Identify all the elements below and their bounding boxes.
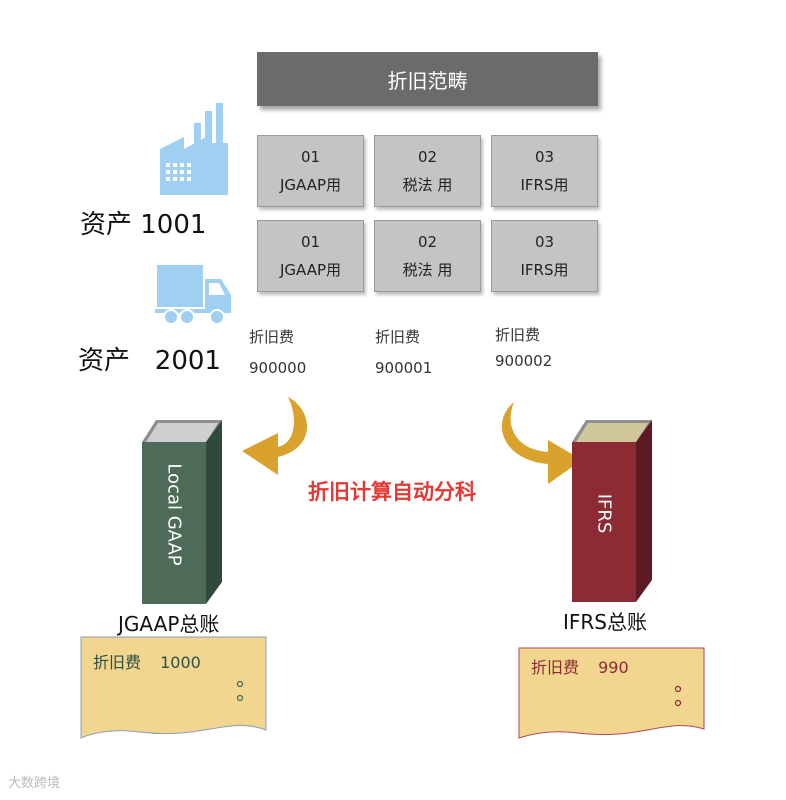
left-curved-arrow <box>242 397 308 475</box>
ifrs-ledger-title: IFRS总账 <box>563 610 647 634</box>
fee-account: 900000 <box>249 359 307 378</box>
jgaap-entry: 折旧费 1000 <box>93 649 201 673</box>
cell-label: 税法 用 <box>402 261 453 279</box>
fee-account: 900002 <box>495 352 553 371</box>
cell-label: IFRS用 <box>520 176 569 194</box>
asset-label: 资产 2001 <box>78 346 221 376</box>
auto-posting-label: 折旧计算自动分科 <box>308 480 476 504</box>
entry-value: 1000 <box>160 653 201 672</box>
watermark: 大数跨境 <box>8 776 61 791</box>
entry-label: 折旧费 <box>531 658 580 677</box>
cell-label: JGAAP用 <box>279 176 342 194</box>
grid-cell: 01 JGAAP用 <box>257 220 364 292</box>
fee-label: 折旧费 <box>375 328 421 346</box>
cell-code: 02 <box>417 232 438 251</box>
fee-label: 折旧费 <box>249 328 295 346</box>
cell-label: IFRS用 <box>520 261 569 279</box>
grid-cell: 03 IFRS用 <box>491 220 598 292</box>
grid-cell: 02 税法 用 <box>374 135 481 207</box>
cell-code: 01 <box>300 232 321 251</box>
cell-code: 03 <box>534 232 555 251</box>
fee-block: 折旧费 900000 <box>249 324 306 382</box>
cell-code: 02 <box>417 147 438 166</box>
truck-icon <box>155 265 231 325</box>
local-gaap-book-icon <box>142 420 222 604</box>
grid-cell: 01 JGAAP用 <box>257 135 364 207</box>
grid-cell: 02 税法 用 <box>374 220 481 292</box>
ifrs-ledger-card <box>518 647 705 739</box>
ifrs-entry: 折旧费 990 <box>531 654 629 678</box>
fee-block: 折旧费 900002 <box>495 322 552 375</box>
entry-label: 折旧费 <box>93 653 142 672</box>
entry-value: 990 <box>598 658 629 677</box>
right-curved-arrow <box>501 402 582 484</box>
jgaap-ledger-card <box>80 636 267 739</box>
ifrs-book-icon <box>572 420 652 602</box>
spine-label: IFRS <box>593 493 615 533</box>
cell-label: JGAAP用 <box>279 261 342 279</box>
fee-block: 折旧费 900001 <box>375 324 432 382</box>
jgaap-ledger-title: JGAAP总账 <box>118 612 220 636</box>
spine-label: Local GAAP <box>163 462 185 566</box>
header-title: 折旧范畴 <box>387 68 468 93</box>
cell-label: 税法 用 <box>402 176 453 194</box>
cell-code: 03 <box>534 147 555 166</box>
grid-cell: 03 IFRS用 <box>491 135 598 207</box>
asset-label: 资产 1001 <box>80 210 207 240</box>
factory-icon <box>160 103 228 195</box>
ifrs-spine: IFRS <box>572 442 636 584</box>
fee-label: 折旧费 <box>495 326 541 344</box>
cell-code: 01 <box>300 147 321 166</box>
depreciation-area-header: 折旧范畴 <box>257 52 598 106</box>
fee-account: 900001 <box>375 359 433 378</box>
local-gaap-spine: Local GAAP <box>143 442 205 586</box>
